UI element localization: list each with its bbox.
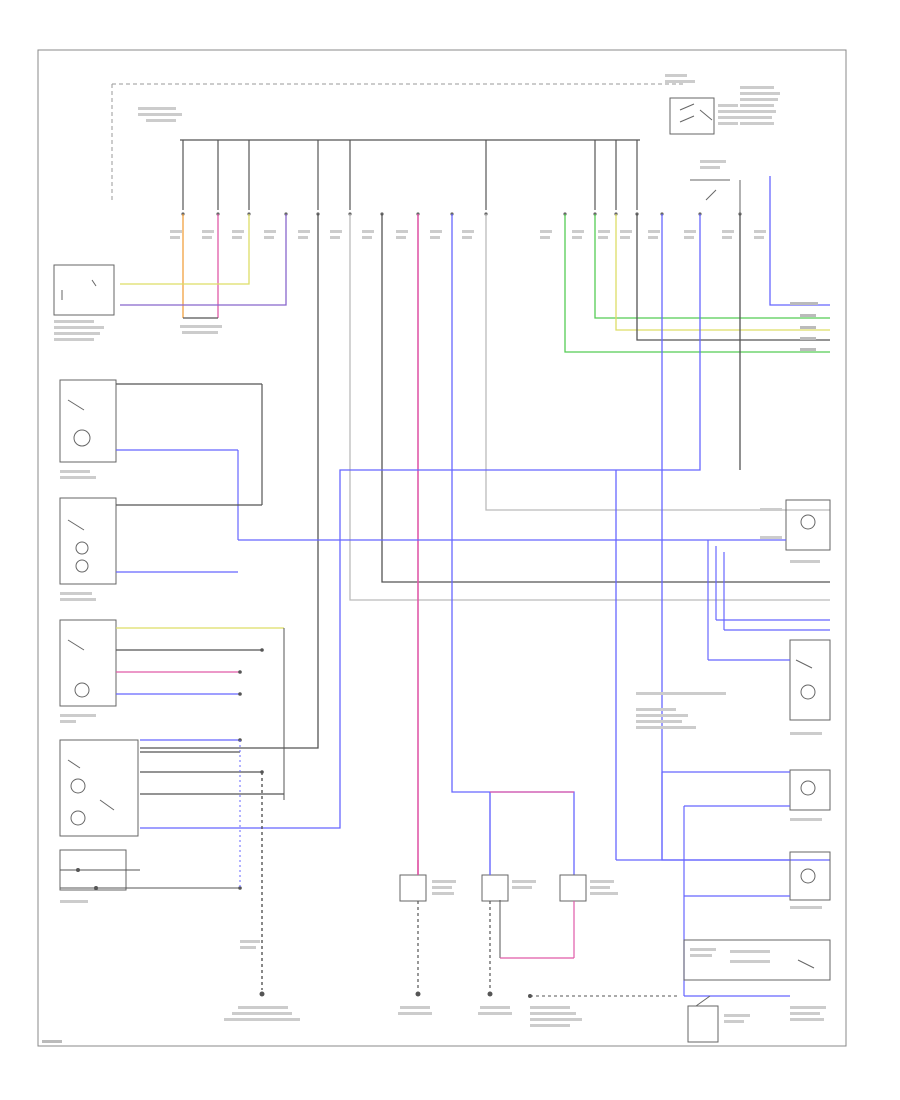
left-rear-door-lamp [661, 769, 831, 996]
left-vanity-lamp [59, 379, 263, 540]
switch-3 [490, 791, 618, 959]
switch-2 [478, 792, 536, 1015]
right-vanity-lamp [59, 497, 700, 601]
ign-relay-label [665, 74, 780, 125]
left-ground [224, 740, 300, 1021]
rear-reading-lamp [59, 619, 285, 800]
wires-top-left [120, 214, 830, 875]
central-module-label [138, 107, 182, 122]
footer-code [42, 1040, 62, 1043]
connector-row [181, 212, 742, 216]
bottom-notes [530, 1006, 582, 1027]
central-module-drops [182, 140, 638, 210]
relay-switch-box [669, 97, 742, 135]
license-lamp [687, 995, 750, 1043]
trunk-lid-switch [528, 939, 831, 1021]
fuse-block [690, 160, 771, 470]
glove-box-lamp [636, 639, 831, 735]
left-front-door-lamp [700, 499, 831, 660]
right-rear-door-lamp [616, 851, 831, 909]
wires-top-right [140, 176, 830, 861]
dome-lamp [59, 738, 284, 903]
left-module [53, 264, 115, 341]
diagram-frame [37, 49, 847, 1047]
ground-symbol-1 [180, 317, 222, 334]
right-edge-pins [790, 302, 818, 351]
switch-1 [398, 860, 456, 1015]
connector-wire-labels [170, 230, 766, 239]
